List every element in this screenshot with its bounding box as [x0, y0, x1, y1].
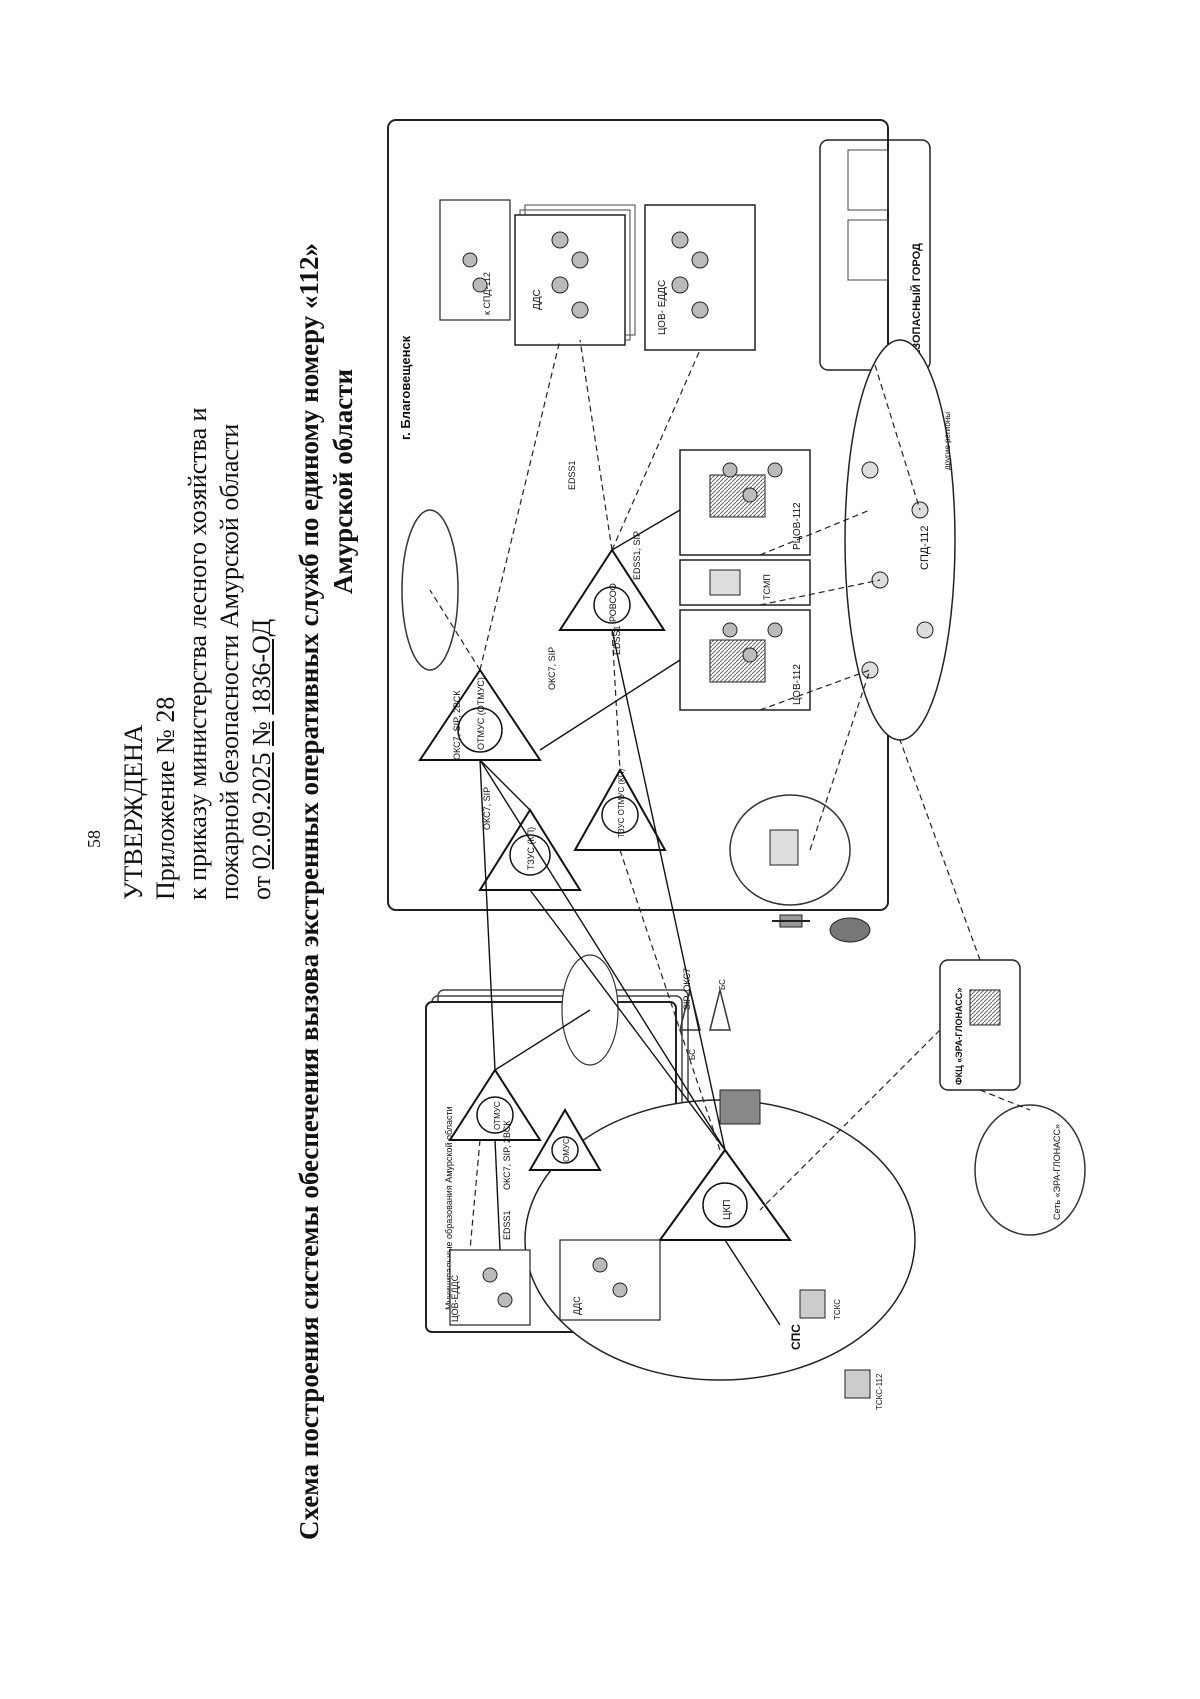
other-regions-label: другие регионы	[943, 412, 952, 470]
link-edss1-city: EDSS1	[567, 460, 577, 490]
link-edss1-sip: EDSS1, SIP	[632, 531, 642, 580]
dds-mun-box	[559, 1239, 661, 1321]
approval-date: 02.09.2025	[247, 752, 276, 870]
approval-number: 1836-ОД	[247, 618, 276, 715]
switch-icon	[719, 1089, 761, 1125]
tzus-node: ТЗУС (КП)	[526, 827, 536, 870]
city-label: г. Благовещенск	[398, 335, 413, 440]
tcks-112-box	[844, 1369, 871, 1399]
tcks-112-label: ТСКС-112	[875, 1373, 884, 1410]
network-diagram: г. Благовещенск Муниципальные образовани…	[387, 119, 1086, 1410]
tzus-otmus-node: ТЗУС ОТМУС (КП)	[617, 768, 626, 838]
link-edss1-mun: EDSS1	[502, 1210, 512, 1240]
fkc-era-label: ФКЦ «ЭРА-ГЛОНАСС»	[954, 988, 964, 1085]
cov-edds-city-label: ЦОВ- ЕДДС	[657, 280, 668, 335]
approval-line-4: от 02.09.2025 № 1836-ОД	[246, 407, 278, 900]
rcov-112-label: РЦОВ-112	[792, 502, 803, 550]
tcks-label: ТСКС	[833, 1299, 842, 1320]
approval-date-prefix: от	[247, 875, 276, 900]
era-net-cloud	[974, 1104, 1086, 1236]
link-edss1: EDSS1	[612, 625, 622, 655]
link-okc7-sip-2vsk-mun: ОКС7, SIP, 2ВСК	[502, 1120, 512, 1190]
title-line-1: Схема построения системы обеспечения выз…	[294, 242, 324, 1540]
tcks-box	[799, 1289, 826, 1319]
approval-block: УТВЕРЖДЕНА Приложение № 28 к приказу мин…	[118, 407, 278, 900]
dds-city-box	[514, 214, 626, 346]
approval-number-prefix: №	[247, 721, 276, 746]
title-line-2: Амурской области	[328, 368, 358, 595]
safe-city-label: БЕЗОПАСНЫЙ ГОРОД	[910, 243, 923, 365]
rcov-112-box	[679, 449, 811, 556]
dds-mun-label: ДДС	[572, 1296, 582, 1315]
approval-heading: УТВЕРЖДЕНА	[119, 724, 148, 900]
bs-label-2: БС	[718, 979, 727, 990]
sps-label: СПС	[789, 1324, 803, 1350]
to-spd-label: к СПД-112	[482, 272, 492, 315]
link-okc7-sip-2vsk: ОКС7, SIP, 2ВСК	[452, 690, 462, 760]
cov-112-label: ЦОВ-112	[792, 664, 803, 705]
rovsoo-node: РОВСОО	[608, 583, 618, 622]
page-number: 58	[84, 830, 104, 848]
spd-112-label: СПД-112	[919, 526, 931, 571]
tsmp-label: ТСМП	[762, 574, 772, 600]
tsp-node: ЦКП	[722, 1200, 733, 1220]
cov-edds-city-box	[644, 204, 756, 351]
municipal-label: Муниципальные образования Амурской облас…	[444, 1106, 454, 1310]
otmus-mun-node: ОТМУС	[493, 1101, 502, 1130]
link-okc7-sip: ОКС7, SIP	[482, 787, 492, 830]
bs-label-1: БС	[688, 1049, 697, 1060]
approval-line-2: к приказу министерства лесного хозяйства…	[183, 407, 212, 900]
link-sip-okc7: SIP, ОКС7	[682, 968, 692, 1010]
spd-112-cloud	[844, 339, 956, 741]
tsov-edds-mun-label: ЦОВ-ЕДДС	[450, 1274, 460, 1322]
satellite-icon	[772, 914, 810, 928]
approval-line-3: пожарной безопасности Амурской области	[215, 423, 244, 900]
document-title: Схема построения системы обеспечения выз…	[292, 243, 360, 1540]
approval-line-1: Приложение № 28	[151, 696, 180, 900]
car-icon	[829, 917, 871, 943]
otmus-city-node: ОТМУС (ОТМУС)	[476, 677, 486, 750]
era-net-label: Сеть «ЭРА-ГЛОНАСС»	[1052, 1124, 1062, 1220]
tsov-edds-mun-box	[449, 1249, 531, 1326]
link-okc7-sip-2: ОКС7, SIP	[547, 647, 557, 690]
tsmp-box	[679, 559, 811, 606]
dds-city-label: ДДС	[532, 289, 543, 310]
omus-node: ОМУС	[562, 1138, 571, 1162]
